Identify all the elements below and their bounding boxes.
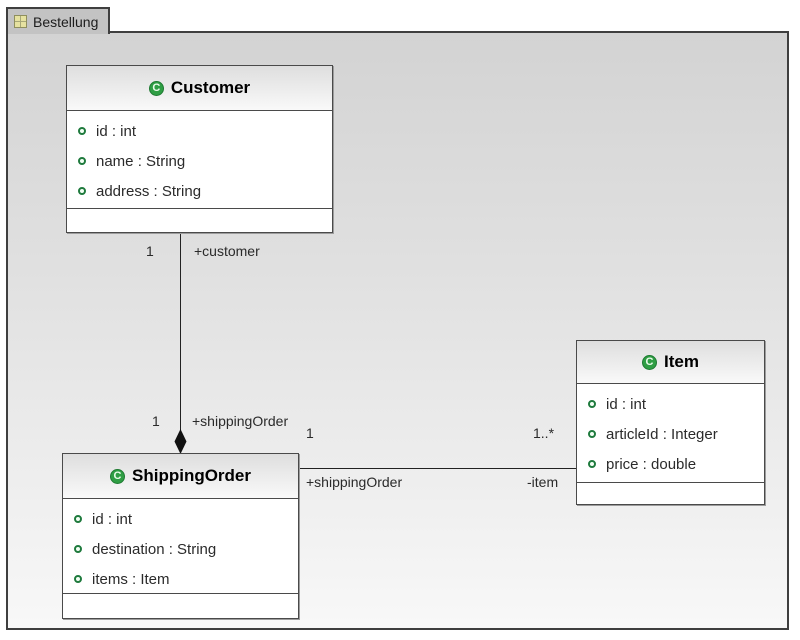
- attribute-text: address : String: [96, 182, 202, 200]
- public-attribute-icon: [74, 575, 82, 583]
- class-icon: C: [110, 468, 125, 484]
- multiplicity-shippingorder-assoc-end: 1: [306, 425, 314, 441]
- attribute-text: name : String: [96, 152, 186, 170]
- role-customer-end: +customer: [194, 243, 260, 259]
- attribute-text: destination : String: [92, 540, 217, 558]
- operations-compartment: [577, 483, 764, 504]
- class-name: ShippingOrder: [132, 466, 251, 485]
- class-box-item[interactable]: C Item id : int articleId : Integer pric…: [576, 340, 765, 505]
- role-shippingorder-end: +shippingOrder: [192, 413, 289, 429]
- tab-label: Bestellung: [33, 13, 99, 30]
- attribute-text: price : double: [606, 455, 697, 473]
- attribute-row: articleId : Integer: [588, 419, 764, 449]
- public-attribute-icon: [74, 515, 82, 523]
- attribute-row: items : Item: [74, 564, 298, 594]
- attribute-row: price : double: [588, 449, 764, 479]
- public-attribute-icon: [78, 157, 86, 165]
- class-icon: C: [148, 80, 164, 96]
- attribute-text: articleId : Integer: [606, 425, 718, 443]
- attribute-row: address : String: [78, 176, 332, 206]
- role-shippingorder-assoc-end: +shippingOrder: [306, 474, 403, 490]
- attribute-row: name : String: [78, 146, 332, 176]
- attribute-text: id : int: [92, 510, 133, 528]
- multiplicity-shippingorder-end: 1: [152, 413, 160, 429]
- public-attribute-icon: [588, 430, 596, 438]
- tab-bestellung[interactable]: Bestellung: [6, 7, 111, 34]
- public-attribute-icon: [74, 545, 82, 553]
- public-attribute-icon: [588, 400, 596, 408]
- class-header-customer: C Customer: [67, 66, 332, 111]
- public-attribute-icon: [78, 187, 86, 195]
- multiplicity-item-end: 1..*: [533, 425, 555, 441]
- attribute-row: id : int: [78, 116, 332, 146]
- composition-link-customer-shippingorder[interactable]: [180, 233, 181, 431]
- attribute-row: id : int: [588, 389, 764, 419]
- operations-compartment: [63, 594, 298, 618]
- diagram-tab-icon: [14, 15, 27, 28]
- role-item-end: -item: [527, 474, 559, 490]
- attributes-compartment: id : int name : String address : String: [67, 111, 332, 209]
- association-link-shippingorder-item[interactable]: [299, 468, 576, 469]
- operations-compartment: [67, 209, 332, 232]
- class-header-shippingorder: C ShippingOrder: [63, 454, 298, 499]
- public-attribute-icon: [78, 127, 86, 135]
- attribute-text: items : Item: [92, 570, 170, 588]
- attribute-row: id : int: [74, 504, 298, 534]
- attribute-text: id : int: [96, 122, 137, 140]
- public-attribute-icon: [588, 460, 596, 468]
- class-box-shippingorder[interactable]: C ShippingOrder id : int destination : S…: [62, 453, 299, 619]
- composition-diamond-icon: [174, 429, 187, 454]
- class-header-item: C Item: [577, 341, 764, 384]
- class-box-customer[interactable]: C Customer id : int name : String addres…: [66, 65, 333, 233]
- attributes-compartment: id : int articleId : Integer price : dou…: [577, 384, 764, 483]
- class-name: Item: [664, 352, 699, 371]
- attributes-compartment: id : int destination : String items : It…: [63, 499, 298, 594]
- class-name: Customer: [170, 78, 251, 97]
- attribute-row: destination : String: [74, 534, 298, 564]
- class-icon: C: [642, 354, 658, 370]
- multiplicity-customer-end: 1: [146, 243, 154, 259]
- attribute-text: id : int: [606, 395, 647, 413]
